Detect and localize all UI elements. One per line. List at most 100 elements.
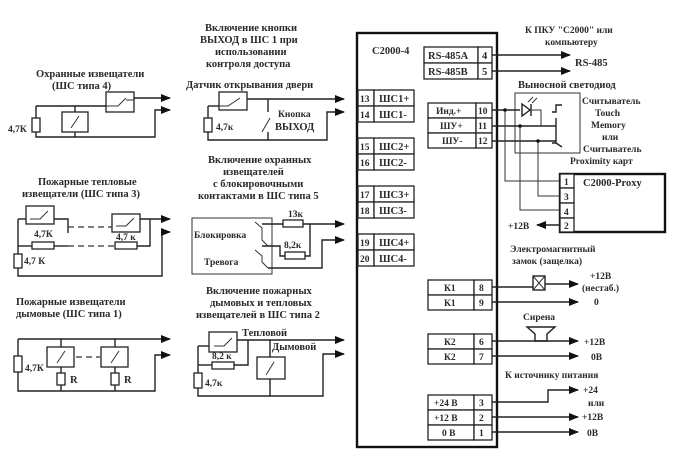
rs485-connection: К ПКУ "С2000" или компьютеру RS-485 <box>492 26 613 75</box>
proxy-power-label: +12В <box>508 222 530 232</box>
smoke1-r-label: 4,7К <box>25 364 44 374</box>
relay-label: К1 <box>444 284 456 294</box>
reader-label: Memory <box>591 121 626 131</box>
psu-title: К источнику питания <box>505 371 598 381</box>
sec4-title-2: (ШС типа 4) <box>52 81 112 92</box>
shu-plus-label: ШУ+ <box>440 122 463 132</box>
power-terminals: +24 В 3 +12 В 2 0 В 1 <box>427 394 493 441</box>
t5-r1-label: 13к <box>288 210 304 220</box>
lock-icon <box>532 275 546 291</box>
siren-zero-label: 0В <box>591 353 603 363</box>
exit-button-label: Кнопка <box>278 110 311 120</box>
t2-r1-label: 8,2 к <box>212 352 232 362</box>
loop-label: ШС1+ <box>379 94 409 105</box>
loop-label: ШС2+ <box>379 142 409 153</box>
contact-box <box>105 91 135 113</box>
door-sensor-label: Датчик открывания двери <box>186 80 313 91</box>
rs485-terminals: RS-485A 4 RS-485B 5 <box>423 46 493 80</box>
proxy-pin: 1 <box>564 178 569 188</box>
exit-button-loop: Включение кнопки ВЫХОД в ШС 1 при исполь… <box>186 23 345 141</box>
t5-title-3: с блокировочными <box>213 179 303 190</box>
rs485b-label: RS-485B <box>428 67 468 78</box>
heat3-r3-label: 4,7 К <box>24 257 45 267</box>
loop-label: ШС4- <box>379 254 407 265</box>
relay-terminals: К1 8 К1 9 К2 6 К2 7 <box>427 279 493 365</box>
reader-pin: 12 <box>478 137 488 147</box>
relay-pin: 7 <box>479 353 484 363</box>
power-pin: 3 <box>479 399 484 409</box>
sec4-title: Охранные извещатели <box>36 69 144 80</box>
reader-label: Touch <box>595 109 621 119</box>
rs485a-pin: 4 <box>482 51 488 62</box>
pku-title-2: компьютеру <box>545 38 598 48</box>
loop-terminals: 13 ШС1+ 14 ШС1- 15 ШС2+ 16 ШС2- 17 ШС3+ … <box>357 89 415 267</box>
siren-connection: Сирена +12В 0В <box>492 313 606 363</box>
psu-connection: К источнику питания +24 или +12В 0В <box>492 371 605 439</box>
t5-title-4: контактами в ШС типа 5 <box>198 191 319 202</box>
loop-pin: 15 <box>360 143 370 153</box>
t2-r2-label: 4,7к <box>205 379 223 389</box>
power-label: +12 В <box>434 414 458 424</box>
t5-title-2: извещателей <box>223 167 284 178</box>
proxy-title: С2000-Proxy <box>583 178 642 189</box>
relay-label: К1 <box>444 299 456 309</box>
siren-title: Сирена <box>523 313 555 323</box>
reader-box <box>514 92 581 154</box>
loop-label: ШС2- <box>379 158 407 169</box>
device-title: С2000-4 <box>372 46 410 57</box>
security-loop-type5: Включение охранных извещателей с блокиро… <box>191 155 345 275</box>
led-title: Выносной светодиод <box>518 80 616 91</box>
security-loop-type4: Охранные извещатели (ШС типа 4) 4,7К <box>8 69 171 138</box>
reader-label: Считыватель <box>582 97 641 107</box>
pku-title: К ПКУ "С2000" или <box>525 26 613 36</box>
loop-pin: 19 <box>360 239 370 249</box>
exit-button-label-2: ВЫХОД <box>275 122 315 133</box>
rs485-label: RS-485 <box>575 58 608 69</box>
psu-12-label: +12В <box>582 413 604 423</box>
loop-label: ШС3- <box>379 206 407 217</box>
relay-pin: 8 <box>479 284 484 294</box>
t2-title: Включение пожарных <box>206 286 313 297</box>
lock-title-2: замок (защелка) <box>512 256 582 267</box>
t2-smoke-label: Дымовой <box>272 342 316 353</box>
t2-title-3: извещателей в ШС типа 2 <box>196 310 320 321</box>
resistor <box>31 117 41 133</box>
t5-title: Включение охранных <box>208 155 312 166</box>
relay-pin: 9 <box>479 299 484 309</box>
t2-heat-label: Тепловой <box>242 328 287 339</box>
lock-connection: Электромагнитный замок (защелка) +12В (н… <box>492 244 619 308</box>
c2000-proxy: 1 3 4 2 С2000-Proxy <box>558 172 667 234</box>
relay-pin: 6 <box>479 338 484 348</box>
proxy-pin: 2 <box>564 222 569 232</box>
smoke1-title: Пожарные извещатели <box>16 297 126 308</box>
reader-terminals: Инд.+ 10 ШУ+ 11 ШУ- 12 <box>427 102 493 149</box>
loop-pin: 18 <box>360 207 370 217</box>
exit-title: Включение кнопки <box>205 23 297 34</box>
heat3-title-2: извещатели (ШС типа 3) <box>22 189 140 200</box>
loop-pin: 20 <box>360 255 370 265</box>
loop-pin: 13 <box>360 95 370 105</box>
lock-title: Электромагнитный <box>510 244 596 255</box>
relay-label: К2 <box>444 338 456 348</box>
heat3-r2-label: 4,7 к <box>116 233 136 243</box>
psu-24-label: +24 <box>583 386 598 396</box>
reader-connection: Выносной светодиод Считыватель Touch Mem… <box>492 80 667 234</box>
sec4-resistor-label: 4,7К <box>8 125 27 135</box>
shu-minus-label: ШУ- <box>442 137 463 147</box>
psu-0-label: 0В <box>587 429 599 439</box>
loop-label: ШС1- <box>379 110 407 121</box>
lock-plus-label: +12В <box>590 272 612 282</box>
power-label: +24 В <box>434 399 458 409</box>
reader-label: или <box>602 133 619 143</box>
loop-pin: 16 <box>360 159 370 169</box>
power-pin: 2 <box>479 414 484 424</box>
exit-title-2: ВЫХОД в ШС 1 при <box>200 35 298 46</box>
smoke1-title-2: дымовые (ШС типа 1) <box>16 309 122 320</box>
lock-note: (нестаб.) <box>582 283 619 294</box>
smoke1-ra-label: R <box>70 375 78 386</box>
heat3-title: Пожарные тепловые <box>38 177 137 188</box>
loop-pin: 17 <box>360 191 370 201</box>
loop-label: ШС3+ <box>379 190 409 201</box>
ind-plus-label: Инд.+ <box>436 107 461 117</box>
exit-title-4: контроля доступа <box>206 59 291 70</box>
